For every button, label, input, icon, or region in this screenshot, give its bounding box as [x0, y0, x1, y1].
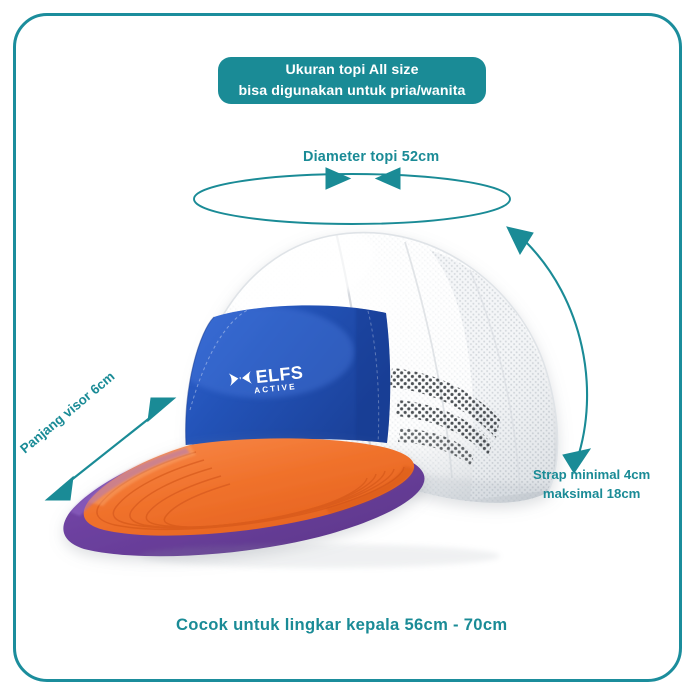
diameter-label: Diameter topi 52cm [303, 149, 440, 165]
cap-shadow [140, 544, 500, 568]
strap-label: Strap minimal 4cm maksimal 18cm [533, 466, 650, 503]
cap-visor [63, 438, 425, 557]
strap-label-line-2: maksimal 18cm [542, 485, 641, 501]
strap-label-line-1: Strap minimal 4cm [533, 467, 651, 482]
banner-line-2: bisa digunakan untuk pria/wanita [238, 82, 466, 99]
head-circumference-label: Cocok untuk lingkar kepala 56cm - 70cm [176, 615, 508, 634]
banner-line-1: Ukuran topi All size [285, 62, 419, 79]
size-banner: Ukuran topi All size bisa digunakan untu… [218, 57, 486, 104]
cap-front-panel [185, 305, 391, 446]
